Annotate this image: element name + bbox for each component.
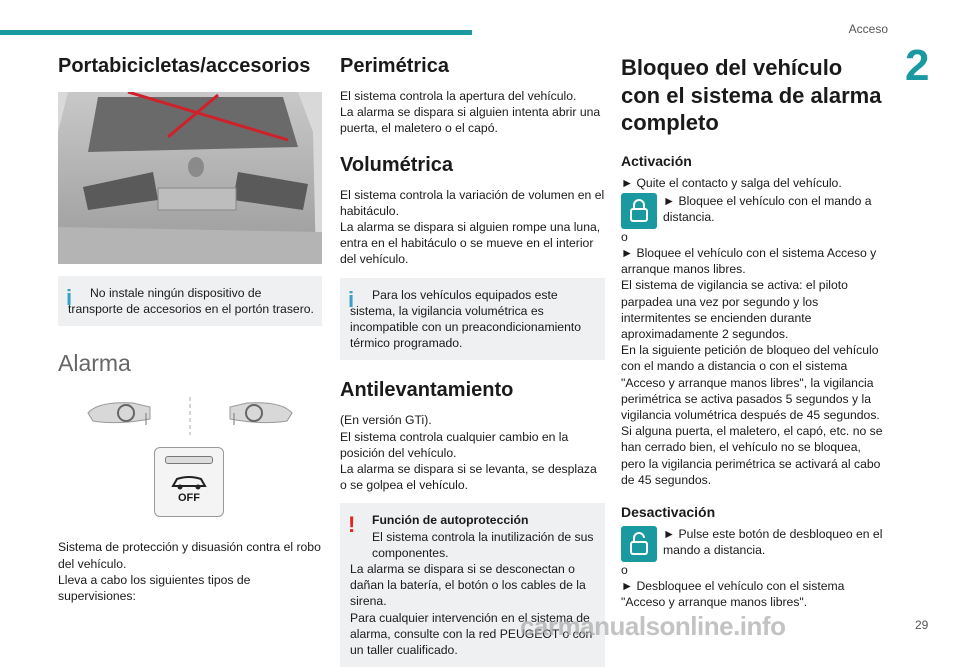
act-step-3: ► Bloquee el vehículo con el sistema Acc… (621, 245, 877, 277)
column-middle: Perimétrica El sistema controla la apert… (340, 54, 605, 667)
page-number: 29 (915, 618, 929, 632)
info-note-bike: i No instale ningún dispositivo de trans… (58, 276, 322, 327)
heading-antilevantamiento: Antilevantamiento (340, 379, 514, 402)
deact-step-1-row: ► Pulse este botón de desbloqueo en el m… (621, 525, 886, 562)
info-note-volumetric: i Para los vehículos equipados este sist… (340, 277, 605, 361)
off-label: OFF (178, 492, 200, 505)
car-alarm-icon (171, 476, 207, 490)
top-accent-bar (0, 30, 472, 35)
heading-perimetrica: Perimétrica (340, 55, 449, 77)
act-text-5: En la siguiente petición de bloqueo del … (621, 343, 880, 422)
alarm-desc-2: Lleva a cabo los siguientes tipos de sup… (58, 572, 251, 604)
info-icon: i (348, 286, 355, 312)
perim-text-1: El sistema controla la apertura del vehí… (340, 89, 577, 103)
button-slot (165, 456, 213, 465)
act-or: o (621, 229, 628, 244)
warning-text-2: La alarma se dispara si se desconectan o… (350, 562, 586, 609)
heading-activation: Activación (621, 152, 692, 169)
alarm-off-button-illustration: OFF (154, 447, 224, 518)
column-right: Bloqueo del vehículo con el sistema de a… (621, 54, 886, 611)
alarm-desc-1: Sistema de protección y disuasión contra… (58, 540, 321, 571)
deact-step-2: ► Desbloquee el vehículo con el sistema … (621, 579, 845, 610)
heading-alarm: Alarma (58, 350, 131, 377)
chapter-number: 2 (905, 41, 930, 90)
anti-text-1: (En versión GTi). (340, 413, 432, 428)
warning-note-autoprotection: ! Función de autoprotección El sistema c… (340, 503, 605, 667)
heading-volumetrica: Volumétrica (340, 153, 453, 176)
warning-title: Función de autoprotección (372, 513, 529, 528)
info-icon: i (66, 285, 73, 310)
column-left: Portabicicletas/accesorios i No instale … (58, 54, 322, 604)
act-text-6: Si alguna puerta, el maletero, el capó, … (621, 424, 883, 487)
act-step-1: ► Quite el contacto y salga del vehículo… (621, 175, 842, 190)
anti-text-3: La alarma se dispara si se levanta, se d… (340, 462, 597, 493)
warning-icon: ! (348, 512, 356, 538)
perim-text-2: La alarma se dispara si alguien intenta … (340, 105, 601, 136)
act-step-2: ► Bloquee el vehículo con el mando a dis… (663, 193, 872, 224)
watermark: carmanualsonline.info (520, 611, 786, 641)
heading-locking-alarm: Bloqueo del vehículo con el sistema de a… (621, 55, 882, 135)
heading-bike-rack: Portabicicletas/accesorios (58, 55, 311, 77)
unlock-icon (621, 525, 657, 562)
act-text-4: El sistema de vigilancia se activa: el p… (621, 278, 848, 341)
car-rear-illustration (58, 90, 322, 264)
vol-text-2: La alarma se dispara si alguien rompe un… (340, 220, 601, 267)
section-header: Acceso (848, 22, 888, 36)
warning-text-1: El sistema controla la inutilización de … (372, 529, 594, 560)
act-step-2-row: ► Bloquee el vehículo con el mando a dis… (621, 192, 886, 229)
deact-step-1: ► Pulse este botón de desbloqueo en el m… (663, 526, 883, 558)
vol-text-1: El sistema controla la variación de volu… (340, 187, 605, 218)
anti-text-2: El sistema controla cualquier cambio en … (340, 429, 569, 460)
lock-icon (621, 192, 657, 229)
alarm-sensors-illustration (58, 395, 322, 437)
heading-deactivation: Desactivación (621, 503, 716, 520)
deact-or: o (621, 562, 628, 577)
